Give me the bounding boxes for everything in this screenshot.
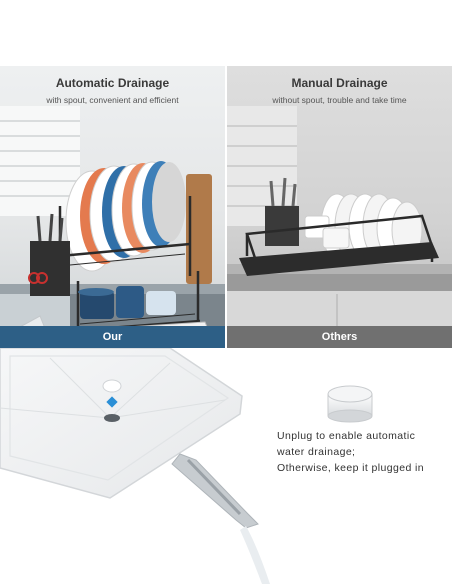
drainage-instruction: Unplug to enable automatic water drainag… — [277, 428, 447, 476]
instruction-line-2: water drainage; — [277, 446, 356, 458]
dish-rack-with-spout-photo — [0, 106, 225, 348]
right-panel-label: Others — [227, 326, 452, 348]
right-panel-subtitle: without spout, trouble and take time — [272, 95, 407, 105]
right-panel-title: Manual Drainage — [291, 76, 388, 90]
comparison-panel-ours: Automatic Drainage with spout, convenien… — [0, 66, 225, 348]
left-panel-subtitle: with spout, convenient and efficient — [46, 95, 179, 105]
drain-tray-closeup — [0, 348, 270, 584]
left-panel-title: Automatic Drainage — [55, 76, 170, 90]
dish-rack-without-spout-photo — [227, 106, 452, 326]
instruction-line-3: Otherwise, keep it plugged in — [277, 462, 425, 474]
instruction-line-1: Unplug to enable automatic — [277, 430, 416, 442]
left-panel-label: Our — [0, 326, 225, 348]
comparison-panel-others: Manual Drainage without spout, trouble a… — [227, 66, 452, 348]
drain-plug-icon — [327, 385, 373, 423]
